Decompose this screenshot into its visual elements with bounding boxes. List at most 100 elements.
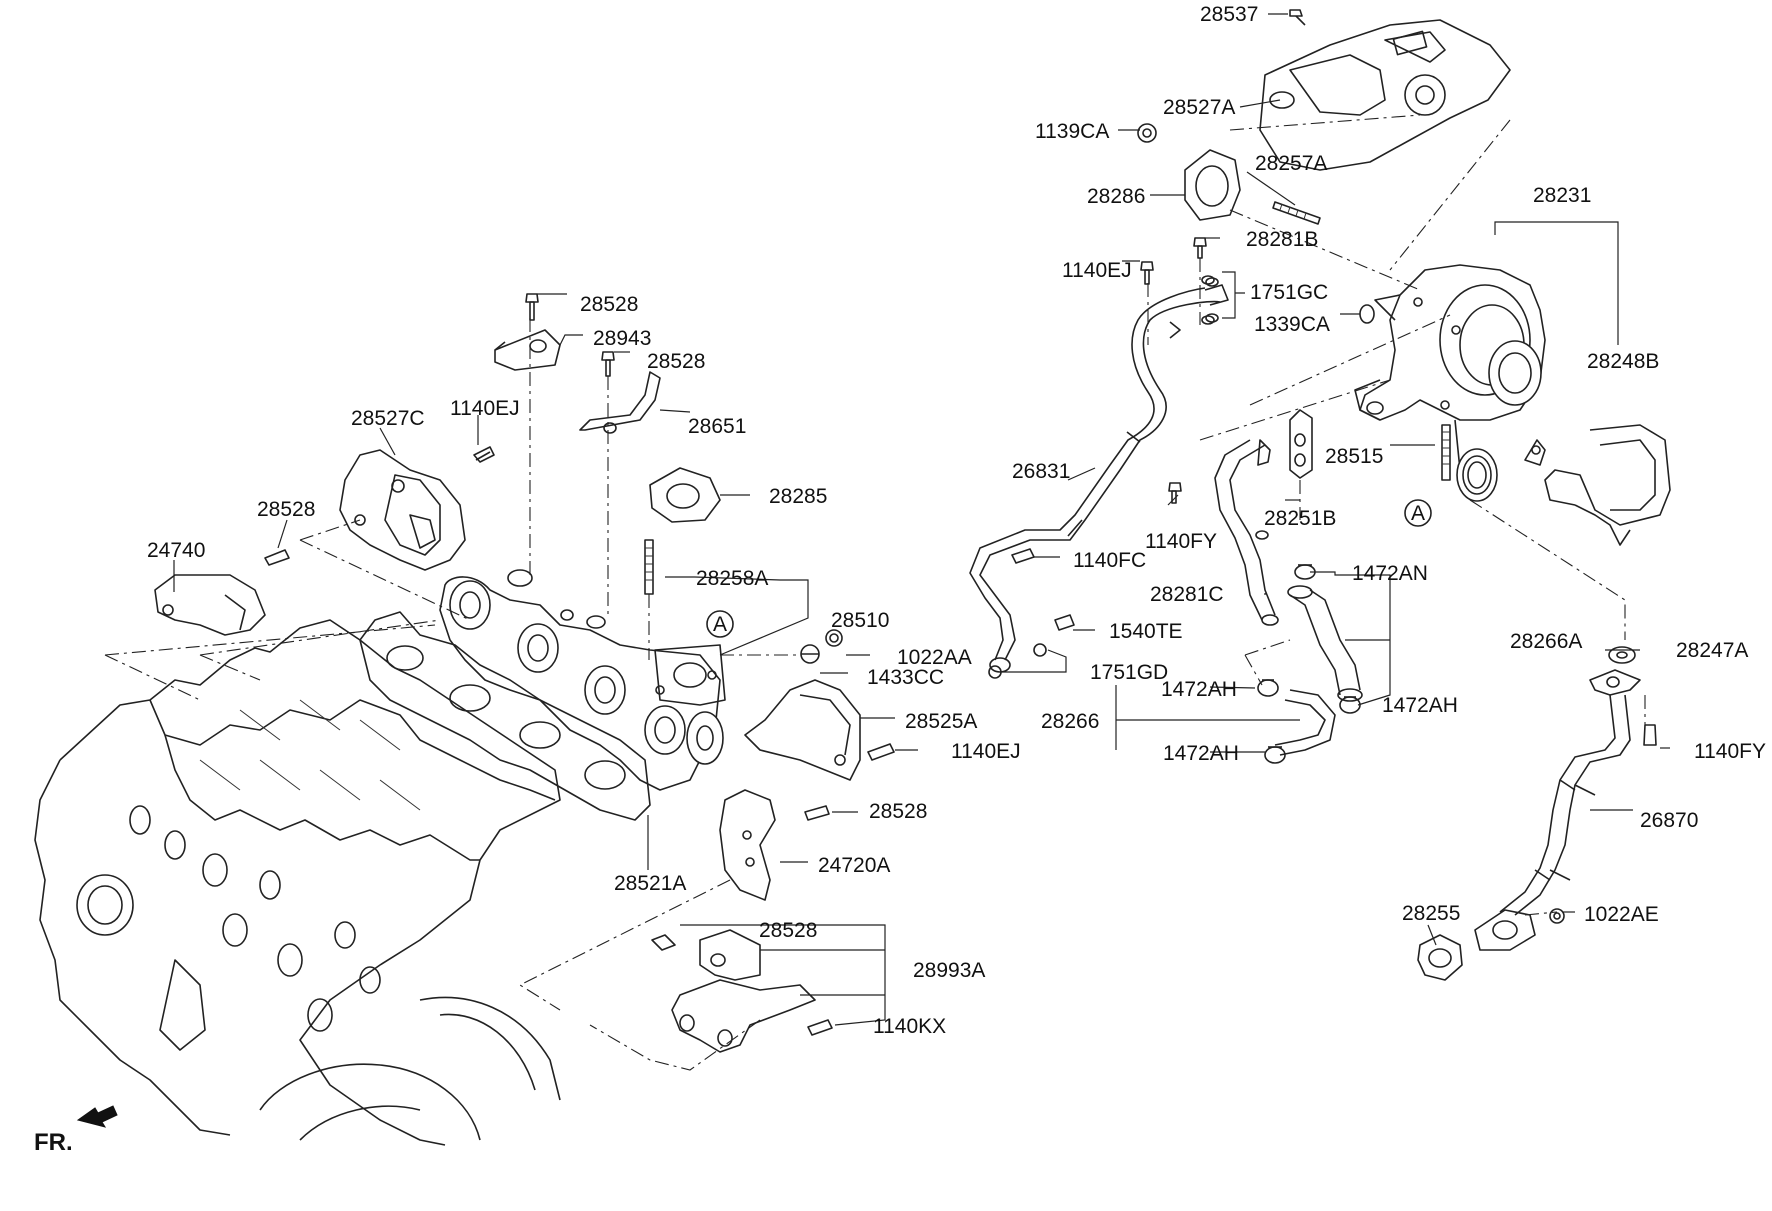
leader-lines bbox=[173, 13, 1670, 1026]
part-label-1540TE: 1540TE bbox=[1109, 620, 1183, 643]
part-label-1140EJ-left: 1140EJ bbox=[450, 397, 520, 420]
part-label-1022AA: 1022AA bbox=[897, 646, 972, 669]
nut-1022AE bbox=[1549, 908, 1565, 924]
part-label-26870: 26870 bbox=[1640, 809, 1698, 832]
part-label-28527C: 28527C bbox=[351, 407, 425, 430]
engine-bracket-24740 bbox=[154, 574, 266, 636]
clamp-1472AH-right-icon bbox=[1339, 696, 1361, 714]
part-label-24740: 24740 bbox=[147, 539, 205, 562]
part-label-28281B: 28281B bbox=[1246, 228, 1318, 251]
part-label-28286: 28286 bbox=[1087, 185, 1145, 208]
part-label-28528-second: 28528 bbox=[647, 350, 705, 373]
gasket-28247A bbox=[1608, 646, 1636, 664]
bolt-28528-second-icon bbox=[601, 351, 615, 377]
bracket-28651 bbox=[579, 371, 661, 434]
callout-a-manifold: A bbox=[706, 610, 734, 638]
bolt-1140FY-lower-icon bbox=[1643, 724, 1657, 746]
part-label-28515: 28515 bbox=[1325, 445, 1383, 468]
part-label-28266: 28266 bbox=[1041, 710, 1099, 733]
part-label-1472AH-right: 1472AH bbox=[1382, 694, 1458, 717]
bolt-28528-24720A-icon bbox=[804, 805, 830, 821]
alignment-lines bbox=[104, 114, 1646, 1071]
part-label-28943: 28943 bbox=[593, 327, 651, 350]
part-labels: 28537 28527A 1139CA 28257A 28286 28231 2… bbox=[147, 3, 1766, 1038]
exhaust-manifold bbox=[439, 569, 726, 791]
hose-clamps bbox=[1257, 564, 1361, 764]
gasket-28255 bbox=[1417, 934, 1463, 981]
part-label-1472AH-lower: 1472AH bbox=[1163, 742, 1239, 765]
exhaust-manifold-gasket bbox=[359, 611, 651, 821]
part-label-1140FY-lower: 1140FY bbox=[1694, 740, 1766, 763]
bolt-28528-top-icon bbox=[525, 293, 539, 321]
callout-a-turbo: A bbox=[1404, 499, 1432, 527]
oil-return-pipe-28281C bbox=[1214, 439, 1279, 626]
part-label-28258A: 28258A bbox=[696, 567, 768, 590]
turbo-actuator-28248B bbox=[1456, 424, 1671, 546]
part-label-28248B: 28248B bbox=[1587, 350, 1659, 373]
clamp-1472AH-upper-icon bbox=[1257, 679, 1279, 697]
bolt-1140FC-icon bbox=[1011, 548, 1035, 564]
part-label-1140FC: 1140FC bbox=[1073, 549, 1146, 572]
manifold-heat-shield bbox=[339, 449, 466, 571]
part-label-28255: 28255 bbox=[1402, 902, 1460, 925]
bolt-28528-24740-icon bbox=[264, 549, 290, 566]
part-label-28281C: 28281C bbox=[1150, 583, 1224, 606]
bolt-1140KX-icon bbox=[807, 1019, 833, 1036]
part-label-1022AE: 1022AE bbox=[1584, 903, 1659, 926]
part-label-1140KX: 1140KX bbox=[873, 1015, 946, 1038]
callout-a-manifold-label: A bbox=[713, 613, 727, 636]
part-label-28521A: 28521A bbox=[614, 872, 686, 895]
turbo-heat-shield-28527A bbox=[1259, 19, 1511, 171]
part-label-1339CA: 1339CA bbox=[1254, 313, 1330, 336]
part-label-28525A: 28525A bbox=[905, 710, 977, 733]
part-label-28527A: 28527A bbox=[1163, 96, 1235, 119]
stud-28258A bbox=[644, 539, 654, 595]
bracket-28993A bbox=[671, 929, 816, 1053]
part-label-1433CC: 1433CC bbox=[867, 666, 944, 689]
part-label-28247A: 28247A bbox=[1676, 639, 1748, 662]
hose-28266A bbox=[1287, 585, 1363, 702]
part-label-1751GD: 1751GD bbox=[1090, 661, 1168, 684]
bracket-24720A bbox=[719, 789, 776, 901]
bolt-1140EJ-lower-icon bbox=[867, 743, 895, 761]
nut-1139CA bbox=[1137, 123, 1157, 143]
bolt-1140EJ-left-icon bbox=[473, 446, 495, 463]
bolt-28281B-icon bbox=[1193, 237, 1207, 259]
part-label-28528-top: 28528 bbox=[580, 293, 638, 316]
part-label-24720A: 24720A bbox=[818, 854, 890, 877]
part-label-28285: 28285 bbox=[769, 485, 827, 508]
bolt-1140EJ-top-icon bbox=[1140, 261, 1154, 285]
part-label-28266A: 28266A bbox=[1510, 630, 1582, 653]
part-label-1140EJ-top: 1140EJ bbox=[1062, 259, 1132, 282]
part-label-28993A: 28993A bbox=[913, 959, 985, 982]
part-label-1140EJ-lower: 1140EJ bbox=[951, 740, 1021, 763]
part-label-1140FY-upper: 1140FY bbox=[1145, 530, 1217, 553]
front-direction-indicator: FR. bbox=[34, 1105, 118, 1156]
bolt-icons bbox=[264, 9, 1657, 1036]
bolt-1540TE-icon bbox=[1054, 614, 1075, 631]
part-label-1472AH-upper: 1472AH bbox=[1161, 678, 1237, 701]
front-arrow-icon bbox=[76, 1105, 118, 1128]
oil-return-pipe-26870 bbox=[1474, 669, 1641, 951]
nut-1433CC bbox=[800, 644, 820, 664]
part-label-28528-24720A: 28528 bbox=[869, 800, 927, 823]
bracket-28943 bbox=[494, 329, 561, 371]
part-label-1139CA: 1139CA bbox=[1035, 120, 1109, 143]
bolt-1140FY-upper-icon bbox=[1168, 482, 1182, 504]
engine-cylinder-head bbox=[34, 619, 561, 1146]
gasket-28251B bbox=[1289, 409, 1313, 479]
turbo-inlet-gasket-28285 bbox=[649, 467, 721, 523]
stud-28515 bbox=[1441, 424, 1451, 481]
bolt-28537-icon bbox=[1289, 9, 1306, 26]
front-label: FR. bbox=[34, 1129, 73, 1156]
part-label-28257A: 28257A bbox=[1255, 152, 1327, 175]
callout-a-turbo-label: A bbox=[1411, 502, 1425, 525]
clamp-1472AH-lower-icon bbox=[1264, 746, 1286, 764]
part-label-28651: 28651 bbox=[688, 415, 746, 438]
part-label-28537: 28537 bbox=[1200, 3, 1258, 26]
stud-28257A bbox=[1272, 201, 1321, 225]
part-label-1472AN: 1472AN bbox=[1352, 562, 1428, 585]
turbo-outlet-gasket-28286 bbox=[1184, 149, 1241, 221]
part-label-28528-28993A: 28528 bbox=[759, 919, 817, 942]
